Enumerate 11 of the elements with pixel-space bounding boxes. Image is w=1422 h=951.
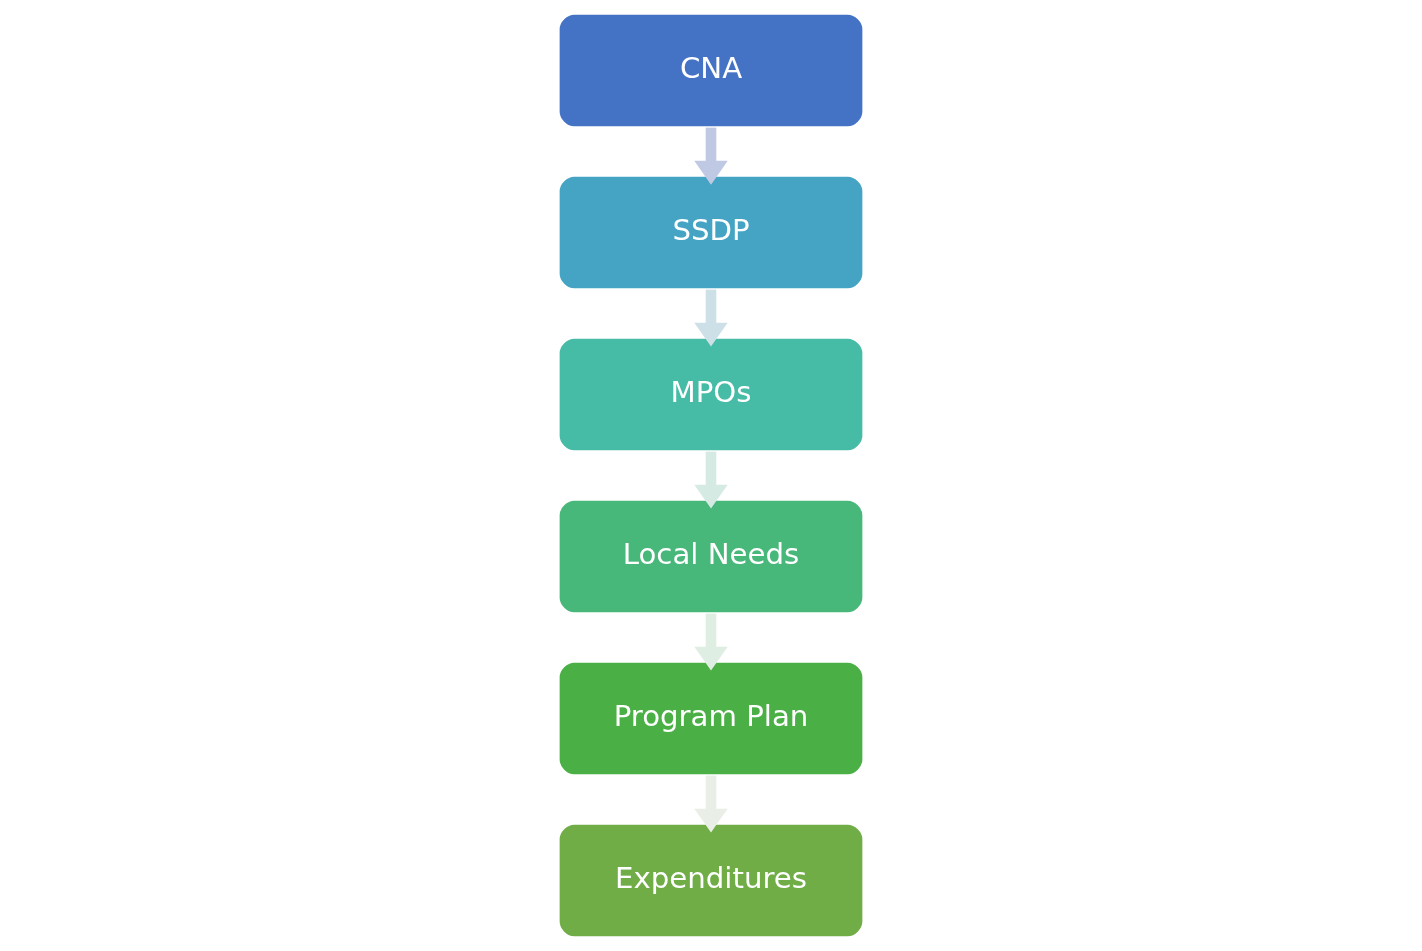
node-box: MPOs <box>556 336 866 453</box>
node-box: Program Plan <box>556 660 866 777</box>
node-box: CNA <box>556 12 866 129</box>
arrow <box>694 289 728 347</box>
arrow <box>694 451 728 509</box>
arrow <box>694 127 728 185</box>
arrow <box>694 775 728 833</box>
node-box: Expenditures <box>556 822 866 939</box>
node-box: Local Needs <box>556 498 866 615</box>
node-box: SSDP <box>556 174 866 291</box>
arrow <box>694 613 728 671</box>
